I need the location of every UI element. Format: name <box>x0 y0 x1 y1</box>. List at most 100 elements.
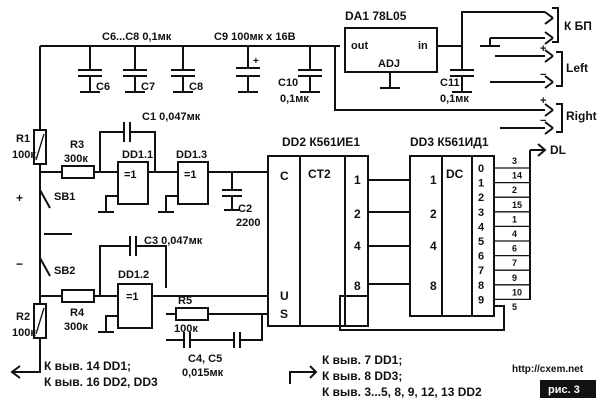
gate-dd12-symbol: =1 <box>126 291 139 303</box>
label-c10-value: 0,1мк <box>280 93 309 105</box>
label-c11: C11 <box>440 77 460 89</box>
dd3-output-0: 0 <box>478 163 484 175</box>
gate-dd11 <box>117 161 149 205</box>
right-minus: − <box>540 115 546 127</box>
resistor-r5 <box>175 307 209 321</box>
label-c6c8: C6...C8 0,1мк <box>102 31 172 43</box>
label-da1: DA1 78L05 <box>345 9 407 23</box>
dl-pin-14: 14 <box>512 171 522 181</box>
left-minus: − <box>540 69 546 81</box>
dd2-out-1: 1 <box>354 173 361 187</box>
dl-pin-7: 7 <box>512 258 517 268</box>
dd3-output-5: 5 <box>478 236 484 248</box>
dd3-output-8: 8 <box>478 280 484 292</box>
dl-pin-4: 4 <box>512 229 517 239</box>
capacitor-c9 <box>236 46 260 93</box>
dl-pin-5: 5 <box>512 302 517 312</box>
label-dl: DL <box>550 143 566 157</box>
capacitor-c10 <box>298 46 322 93</box>
gate-dd11-symbol: =1 <box>124 169 137 181</box>
dd2-out-8: 8 <box>354 279 361 293</box>
label-c2-value: 2200 <box>236 217 260 229</box>
gate-dd12 <box>117 283 153 329</box>
connector-left <box>490 49 554 89</box>
regulator-da1 <box>344 27 438 73</box>
figure-label: рис. 3 <box>548 384 580 396</box>
label-da1-out: out <box>351 40 368 52</box>
switch-sb2 <box>39 257 51 277</box>
label-r4-value: 300к <box>64 321 88 333</box>
figure-badge <box>540 380 596 398</box>
note-right-3: К выв. 3...5, 8, 9, 12, 13 DD2 <box>322 385 482 399</box>
dd3-in-2: 2 <box>430 207 437 221</box>
label-dd12: DD1.2 <box>118 269 149 281</box>
sb2-minus: − <box>16 257 23 271</box>
sb1-plus: + <box>16 191 23 205</box>
dl-pin-2: 2 <box>512 185 517 195</box>
label-r5-value: 100к <box>174 323 198 335</box>
dd2-pin-u: U <box>280 289 289 303</box>
label-c9: C9 100мк х 16В <box>214 31 296 43</box>
capacitor-c6 <box>78 46 102 93</box>
right-plus: + <box>540 95 546 107</box>
gate-dd13 <box>177 161 209 205</box>
label-dd13: DD1.3 <box>176 149 207 161</box>
note-left-2: К выв. 16 DD2, DD3 <box>44 375 158 389</box>
counter-dd2 <box>267 155 369 327</box>
dl-pin-9: 9 <box>512 273 517 283</box>
label-c7: C7 <box>141 81 155 93</box>
label-dc: DC <box>446 167 464 181</box>
dl-pin-6: 6 <box>512 244 517 254</box>
dd3-output-1: 1 <box>478 178 484 190</box>
label-dd2: DD2 К561ИЕ1 <box>282 135 360 149</box>
dd3-output-6: 6 <box>478 251 484 263</box>
label-r1-value: 100к <box>12 149 36 161</box>
capacitor-c11 <box>450 62 474 93</box>
label-dd11: DD1.1 <box>122 149 153 161</box>
connector-right <box>334 46 554 135</box>
label-r2: R2 <box>16 311 30 323</box>
label-c6: C6 <box>96 81 110 93</box>
dd3-output-4: 4 <box>478 221 485 233</box>
label-dd3: DD3 К561ИД1 <box>410 135 489 149</box>
note-right-1: К выв. 7 DD1; <box>322 353 402 367</box>
dl-pin-3: 3 <box>512 156 517 166</box>
label-sb1: SB1 <box>54 191 75 203</box>
dd2-pin-s: S <box>280 307 288 321</box>
label-c3: C3 0,047мк <box>144 235 203 247</box>
label-c10: C10 <box>278 77 298 89</box>
dd2-pin-c: C <box>280 169 289 183</box>
label-r3-value: 300к <box>64 153 88 165</box>
switch-sb1 <box>39 189 72 235</box>
dd2-out-4: 4 <box>354 239 361 253</box>
dd3-output-7: 7 <box>478 265 484 277</box>
label-r3: R3 <box>70 139 84 151</box>
label-da1-in: in <box>418 40 428 52</box>
resistor-r4 <box>61 289 95 303</box>
dl-pin-15: 15 <box>512 200 522 210</box>
dl-pin-10: 10 <box>512 287 522 297</box>
label-ct2: CT2 <box>308 167 331 181</box>
label-sb2: SB2 <box>54 265 75 277</box>
left-plus: + <box>540 43 546 55</box>
label-da1-adj: ADJ <box>378 58 400 70</box>
label-c1: C1 0,047мк <box>142 111 201 123</box>
dd2-out-2: 2 <box>354 207 361 221</box>
capacitor-c7 <box>123 46 147 93</box>
label-c4c5-value: 0,015мк <box>182 367 224 379</box>
site-url: http://cxem.net <box>512 364 584 375</box>
dd3-in-1: 1 <box>430 173 437 187</box>
resistor-r3 <box>61 165 95 179</box>
capacitor-c8 <box>171 46 195 93</box>
connector-kbp <box>480 11 554 47</box>
note-right-2: К выв. 8 DD3; <box>322 369 402 383</box>
label-left: Left <box>566 61 588 75</box>
dd3-output-9: 9 <box>478 294 484 306</box>
dd3-in-4: 4 <box>430 239 437 253</box>
label-r2-value: 100к <box>12 327 36 339</box>
gate-dd13-symbol: =1 <box>184 169 197 181</box>
dd3-output-2: 2 <box>478 192 484 204</box>
label-kbp: К БП <box>564 19 592 33</box>
plus-c9: + <box>253 56 259 67</box>
